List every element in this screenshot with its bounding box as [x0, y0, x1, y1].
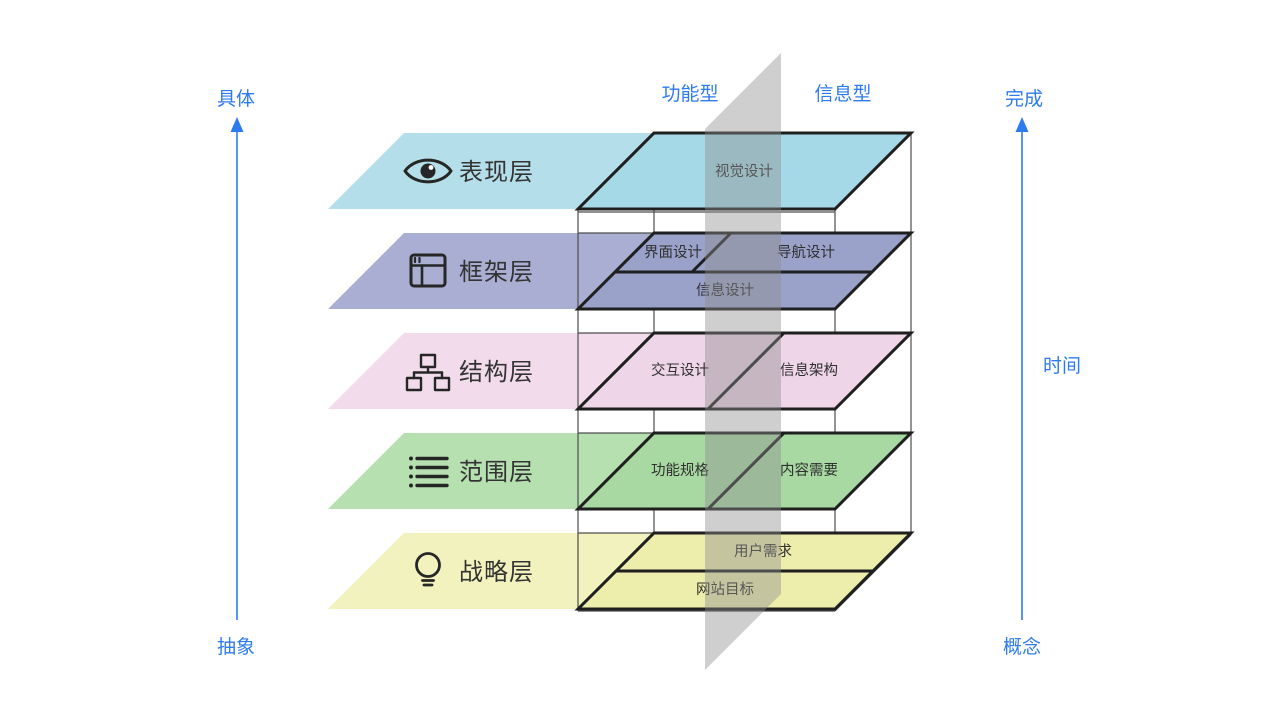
- structure-split: [706, 331, 786, 411]
- cell-interaction-design: 交互设计: [651, 361, 709, 379]
- surface-band: [328, 133, 654, 209]
- layer-names: 表现层 框架层 结构层 范围层 战略层: [459, 159, 534, 586]
- scope-split: [706, 431, 786, 511]
- right-axis-arrowhead: [1015, 117, 1029, 132]
- sitemap-icon: [405, 353, 451, 392]
- label-informational: 信息型: [814, 83, 871, 105]
- cell-site-objectives: 网站目标: [696, 581, 754, 598]
- box-faces: [574, 131, 915, 611]
- layer-icons: [403, 158, 453, 587]
- layer-name-strategy: 战略层: [459, 559, 534, 586]
- surface-face: [574, 131, 915, 211]
- cell-information-design: 信息设计: [696, 282, 754, 299]
- cell-visual-design: 视觉设计: [715, 163, 773, 180]
- scope-band: [328, 433, 654, 509]
- layer-name-structure: 结构层: [459, 359, 534, 386]
- cell-interface-design: 界面设计: [644, 244, 702, 261]
- cell-content-requirements: 内容需要: [780, 462, 838, 479]
- cell-functional-specs: 功能规格: [651, 462, 709, 479]
- divider-plane: [705, 53, 781, 670]
- left-axis-arrowhead: [230, 117, 244, 132]
- label-abstract: 抽象: [217, 636, 255, 658]
- list-icon: [409, 456, 449, 488]
- axes: [230, 117, 1029, 620]
- label-time: 时间: [1043, 355, 1081, 377]
- label-completion: 完成: [1005, 88, 1043, 110]
- browser-window-icon: [409, 253, 447, 288]
- cell-information-architecture: 信息架构: [780, 362, 838, 379]
- layer-name-skeleton: 框架层: [459, 259, 534, 286]
- skeleton-split: [690, 231, 733, 274]
- label-concrete: 具体: [217, 88, 255, 110]
- layer-name-surface: 表现层: [459, 159, 534, 186]
- eye-icon: [403, 158, 453, 184]
- lightbulb-icon: [415, 552, 441, 587]
- strategy-band: [328, 533, 654, 609]
- label-concept: 概念: [1003, 635, 1041, 658]
- skeleton-band: [328, 233, 654, 309]
- layer-name-scope: 范围层: [459, 459, 534, 486]
- cell-navigation-design: 导航设计: [777, 244, 835, 261]
- cell-labels: 视觉设计 界面设计 导航设计 信息设计 交互设计 信息架构 功能规格 内容需要 …: [644, 163, 838, 598]
- label-functional: 功能型: [661, 83, 718, 105]
- cell-user-needs: 用户需求: [734, 543, 792, 560]
- axis-labels: 具体 抽象 完成 概念 时间 功能型 信息型: [217, 83, 1081, 658]
